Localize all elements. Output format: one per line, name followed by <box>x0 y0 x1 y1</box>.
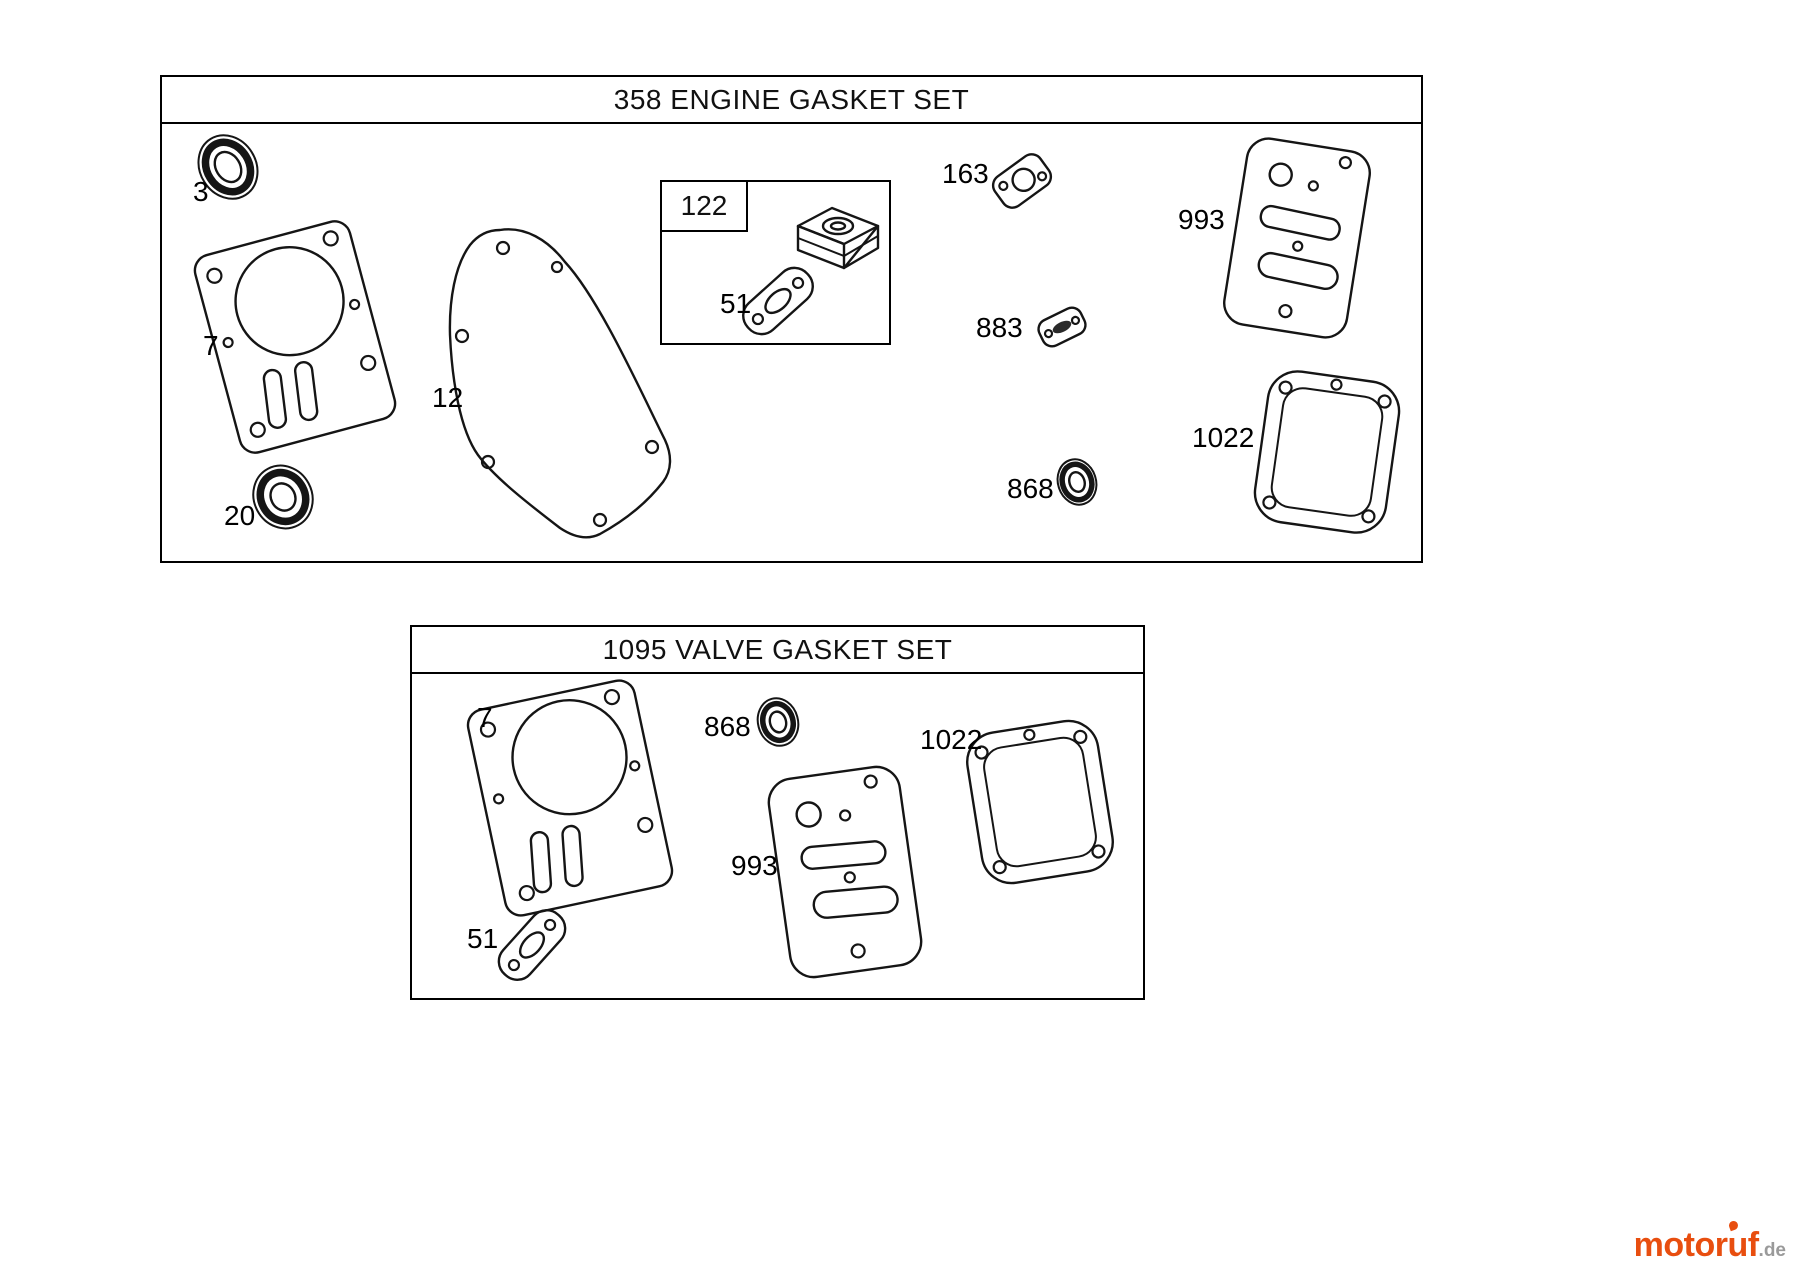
valve-seal-868-drawing <box>1056 458 1098 506</box>
part-label-20: 20 <box>224 500 256 531</box>
part-label-7-valve: 7 <box>477 702 493 733</box>
logo-brand-text: motoruf <box>1633 1226 1759 1264</box>
rocker-cover-gasket-1022-valve-drawing <box>966 719 1114 885</box>
oil-seal-20-drawing <box>252 464 314 530</box>
part-label-868-valve: 868 <box>704 711 751 742</box>
engine-gasket-set-box: 358 ENGINE GASKET SET <box>160 75 1423 563</box>
valve-cover-gasket-993-drawing <box>1223 137 1371 339</box>
valve-gasket-set-box: 1095 VALVE GASKET SET <box>410 625 1145 1000</box>
carburetor-spacer-illustration <box>796 206 880 270</box>
part-label-12: 12 <box>432 382 464 413</box>
crankcase-gasket-12-drawing <box>448 228 672 539</box>
carb-kit-box-label: 122 <box>662 182 748 232</box>
part-label-51: 51 <box>720 288 752 319</box>
motoruf-logo[interactable]: motoruf.de <box>1633 1219 1786 1264</box>
carb-gasket-51-drawing <box>742 266 814 336</box>
part-label-51-valve: 51 <box>467 923 499 954</box>
intake-gasket-163-drawing <box>991 153 1053 209</box>
carb-gasket-51-valve-drawing <box>497 909 567 981</box>
oil-seal-3-drawing <box>197 134 259 200</box>
valve-cover-gasket-993-valve-drawing <box>767 765 923 979</box>
logo-suffix-text: .de <box>1758 1240 1786 1261</box>
part-label-883: 883 <box>976 312 1023 343</box>
breather-gasket-883-drawing <box>1037 306 1087 348</box>
rocker-cover-gasket-1022-drawing <box>1253 370 1401 534</box>
part-label-1022-valve: 1022 <box>920 724 983 755</box>
part-label-163: 163 <box>942 158 989 189</box>
part-label-993: 993 <box>1178 204 1225 235</box>
part-label-1022: 1022 <box>1192 422 1255 453</box>
part-label-868: 868 <box>1007 473 1054 504</box>
valve-set-title: 1095 VALVE GASKET SET <box>412 627 1143 674</box>
head-gasket-7-valve-drawing <box>466 679 674 917</box>
head-gasket-7-drawing <box>193 220 397 454</box>
engine-set-title: 358 ENGINE GASKET SET <box>162 77 1421 124</box>
part-label-3: 3 <box>193 176 209 207</box>
part-label-993-valve: 993 <box>731 850 778 881</box>
carb-kit-box-122: 122 <box>660 180 891 345</box>
valve-seal-868-valve-drawing <box>756 697 800 747</box>
part-label-7: 7 <box>203 330 219 361</box>
